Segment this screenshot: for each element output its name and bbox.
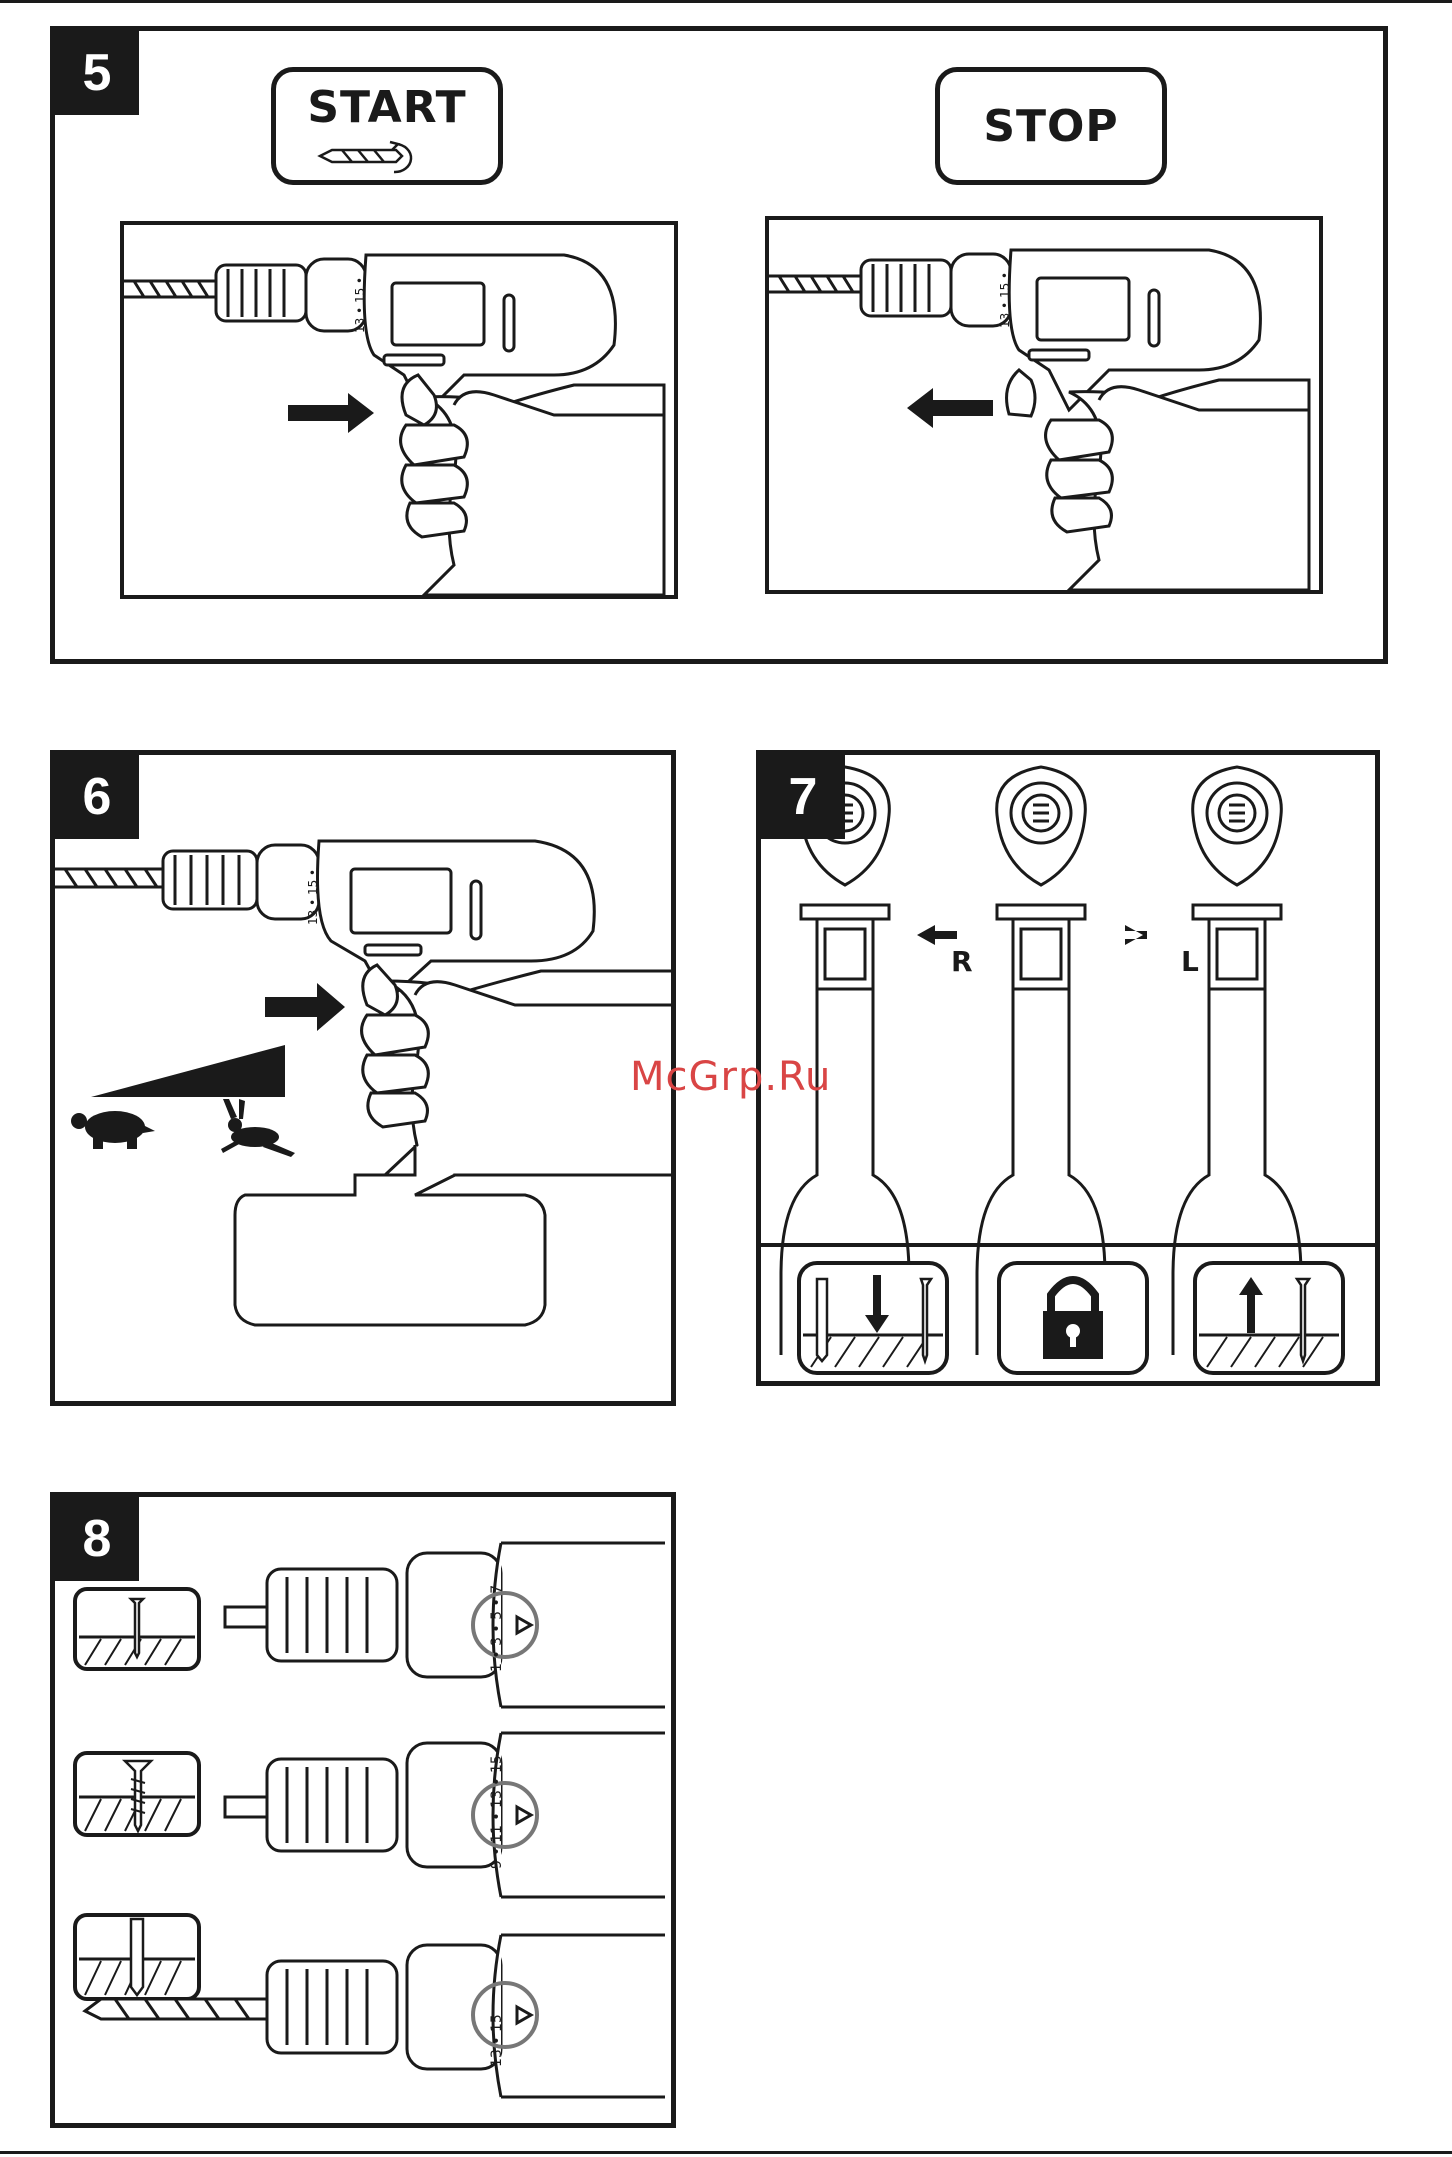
- rotate-arrow-icon: [394, 144, 411, 172]
- drill-bit-icon: [276, 72, 498, 180]
- drill-down-icon: [799, 1263, 947, 1373]
- step-number: 7: [761, 755, 845, 839]
- stop-illustration: 13 • 15 •: [765, 216, 1323, 594]
- arrow-right-icon: [265, 983, 345, 1031]
- stop-label: STOP: [983, 101, 1118, 152]
- nail-icon: [75, 1589, 199, 1669]
- top-rule: [0, 0, 1452, 3]
- direction-switch-illustration: [761, 755, 1375, 1381]
- step-8-panel: 1 • 3 • 5 • 7 9 • 11 • 13 • 15: [50, 1492, 676, 2128]
- dial-marks: 13 • 15 •: [306, 869, 320, 925]
- bottom-rule: [0, 2151, 1452, 2154]
- screw-icon: [75, 1753, 199, 1835]
- drill-trigger-pressed-illustration: 13 • 15 •: [124, 225, 674, 595]
- speed-control-illustration: 13 • 15 •: [55, 755, 671, 1401]
- drill-trigger-released-illustration: 13 • 15 •: [769, 220, 1319, 590]
- turtle-icon: [71, 1111, 155, 1149]
- step-number: 5: [55, 31, 139, 115]
- speed-ramp: [91, 1045, 285, 1097]
- step-6-panel: 13 • 15 • 6: [50, 750, 676, 1406]
- dial-marks-row-1: 1 • 3 • 5 • 7: [489, 1585, 505, 1672]
- step-5-panel: 5 START STOP: [50, 26, 1388, 664]
- arrow-right-icon: [288, 393, 374, 433]
- dial-marks-row-2: 9 • 11 • 13 • 15: [489, 1755, 505, 1869]
- step-number: 8: [55, 1497, 139, 1581]
- torque-setting-illustration: 1 • 3 • 5 • 7 9 • 11 • 13 • 15: [55, 1497, 671, 2123]
- drill-bit-wood-icon: [75, 1915, 199, 1999]
- watermark: McGrp.Ru: [630, 1054, 831, 1100]
- step-number: 6: [55, 755, 139, 839]
- arrow-left-icon: [917, 925, 957, 945]
- right-label: R: [951, 945, 973, 978]
- dial-marks-row-3: 13 • 15: [489, 2014, 505, 2067]
- start-badge: START: [271, 67, 503, 185]
- hare-icon: [221, 1099, 295, 1157]
- arrow-right-icon: [1125, 925, 1147, 945]
- left-label: L: [1181, 945, 1199, 978]
- dial-marks: 13 • 15 •: [353, 277, 367, 333]
- chuck-row-1: [225, 1543, 665, 1707]
- chuck-row-2: [225, 1733, 665, 1897]
- arrow-left-icon: [907, 388, 993, 428]
- step-7-panel: 7 R L: [756, 750, 1380, 1386]
- start-illustration: 13 • 15 •: [120, 221, 678, 599]
- dial-marks: 13 • 15 •: [998, 272, 1012, 328]
- stop-badge: STOP: [935, 67, 1167, 185]
- lock-icon: [999, 1263, 1147, 1373]
- screw-out-icon: [1195, 1263, 1343, 1373]
